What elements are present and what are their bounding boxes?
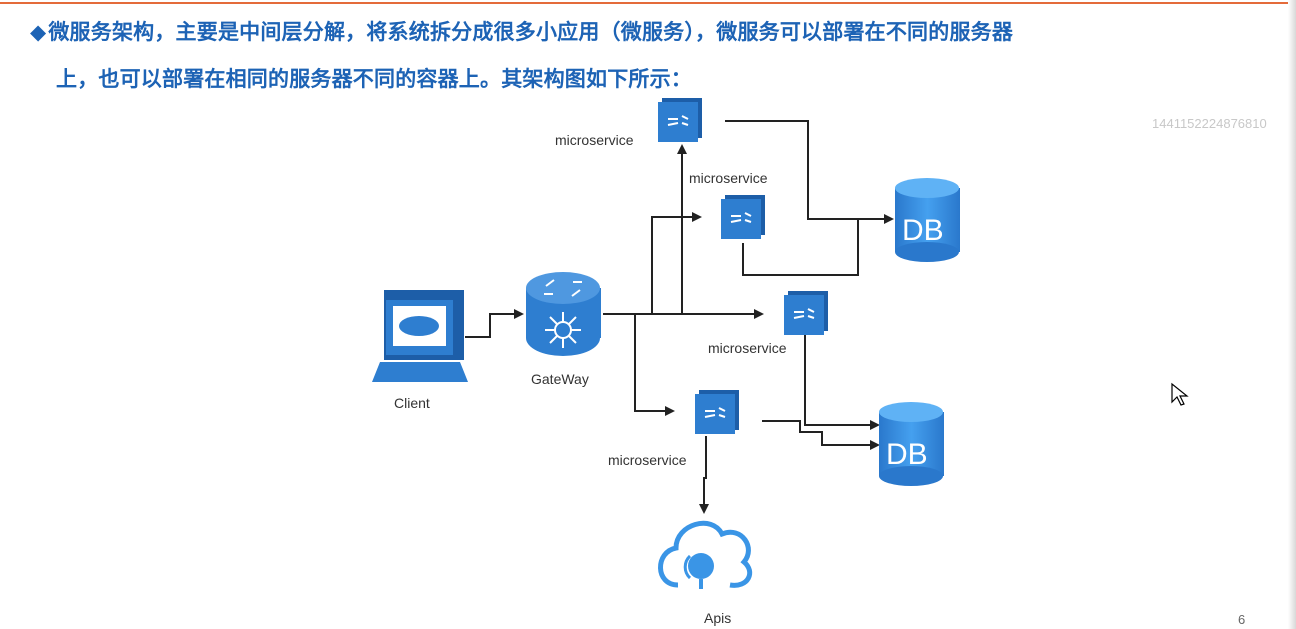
watermark: 1441152224876810 xyxy=(1152,116,1267,131)
slide-edge-shadow xyxy=(1288,0,1296,629)
description-line-1: ◆微服务架构，主要是中间层分解，将系统拆分成很多小应用（微服务），微服务可以部署… xyxy=(30,16,1013,46)
database-label-1: DB xyxy=(902,214,944,247)
mouse-pointer-icon xyxy=(1171,382,1189,406)
microservice-icon-3 xyxy=(783,290,829,336)
microservice-icon-2 xyxy=(720,194,766,240)
microservice-label-3: microservice xyxy=(708,340,787,356)
page-number: 6 xyxy=(1238,612,1246,627)
description-text-1: 微服务架构，主要是中间层分解，将系统拆分成很多小应用（微服务），微服务可以部署在… xyxy=(48,20,1014,44)
apis-label: Apis xyxy=(704,610,731,626)
connections xyxy=(465,120,894,514)
microservice-icon-4 xyxy=(694,389,740,435)
database-icon-1 xyxy=(895,178,960,262)
gateway-label: GateWay xyxy=(531,371,589,387)
gateway-router-icon xyxy=(526,272,601,356)
client-computer-icon xyxy=(372,290,468,382)
database-icon-2 xyxy=(879,402,944,486)
apis-cloud-icon xyxy=(658,520,753,589)
microservice-label-1: microservice xyxy=(555,132,634,148)
description-line-2: 上，也可以部署在相同的服务器不同的容器上。其架构图如下所示： xyxy=(56,67,692,91)
microservice-icon-1 xyxy=(657,97,703,143)
microservice-label-2: microservice xyxy=(689,170,768,186)
microservice-label-4: microservice xyxy=(608,452,687,468)
client-label: Client xyxy=(394,395,430,411)
top-rule xyxy=(0,2,1296,4)
diamond-bullet-icon: ◆ xyxy=(30,20,47,44)
database-label-2: DB xyxy=(886,438,928,471)
